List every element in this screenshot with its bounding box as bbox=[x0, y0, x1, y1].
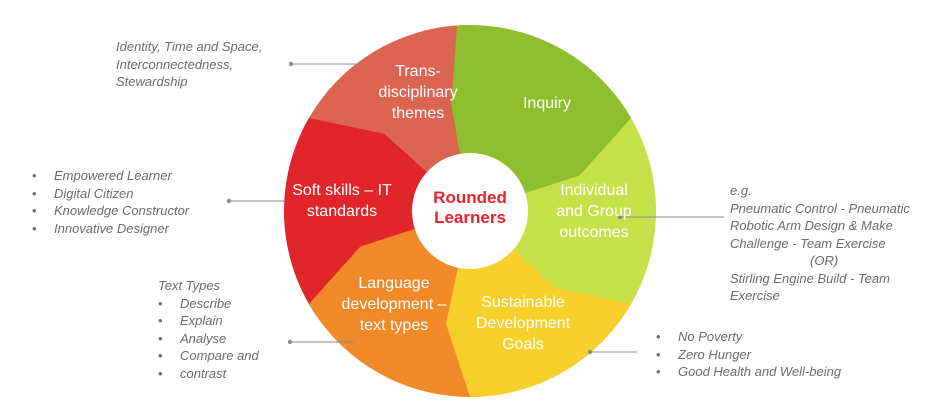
text-types-item-continuation: contrast bbox=[158, 365, 259, 383]
center-title-line2: Learners bbox=[434, 208, 506, 227]
segment-label-transdisciplinary: themes bbox=[392, 105, 444, 122]
outcomes-note-line: Pneumatic Control - Pneumatic bbox=[730, 200, 910, 216]
text-types-item: Compare and bbox=[158, 347, 259, 365]
wheel-segment-inquiry bbox=[470, 107, 657, 304]
segment-label-sdg: Sustainable bbox=[481, 294, 565, 311]
center-title-line1: Rounded bbox=[433, 188, 507, 207]
outcomes-note: e.g. Pneumatic Control - Pneumatic Robot… bbox=[730, 182, 910, 305]
soft-skills-item: Knowledge Constructor bbox=[32, 202, 189, 220]
outcomes-note-line: e.g. bbox=[730, 183, 752, 198]
sdg-note: No Poverty Zero Hunger Good Health and W… bbox=[656, 328, 841, 381]
center-circle bbox=[412, 153, 528, 269]
segment-label-soft-skills: Soft skills – IT bbox=[292, 182, 392, 199]
connector-dot-outcomes bbox=[617, 214, 623, 220]
outcomes-note-line: (OR) bbox=[810, 253, 839, 268]
soft-skills-item: Empowered Learner bbox=[32, 167, 189, 185]
connector-dot-text-types bbox=[287, 339, 293, 345]
segment-label-soft-skills: standards bbox=[307, 203, 377, 220]
text-types-item: Explain bbox=[158, 312, 259, 330]
sdg-item: Zero Hunger bbox=[656, 346, 841, 364]
segment-label-transdisciplinary: Trans- bbox=[395, 63, 441, 80]
themes-note-line: Interconnectedness, bbox=[116, 56, 234, 72]
connector-dot-sdg bbox=[587, 349, 593, 355]
text-types-note: Text Types Describe Explain Analyse Comp… bbox=[158, 277, 259, 382]
outcomes-note-line: Exercise bbox=[730, 288, 780, 303]
outcomes-note-line: Challenge - Team Exercise bbox=[730, 235, 886, 251]
connector-dot-themes bbox=[288, 61, 294, 67]
segment-label-language: Language bbox=[358, 275, 429, 292]
soft-skills-item: Innovative Designer bbox=[32, 220, 189, 238]
themes-note-line: Stewardship bbox=[116, 74, 188, 89]
wheel-segment-language bbox=[283, 118, 470, 315]
segment-label-inquiry: Inquiry bbox=[523, 95, 571, 112]
segment-label-sdg: Goals bbox=[502, 336, 544, 353]
outcomes-note-line: Stirling Engine Build - Team bbox=[730, 270, 890, 286]
soft-skills-note: Empowered Learner Digital Citizen Knowle… bbox=[32, 167, 189, 237]
segment-label-language: development – bbox=[342, 296, 447, 313]
segment-label-language: text types bbox=[360, 317, 428, 334]
text-types-item: Analyse bbox=[158, 330, 259, 348]
segment-label-individual-group: outcomes bbox=[559, 224, 628, 241]
segment-label-transdisciplinary: disciplinary bbox=[378, 84, 457, 101]
segment-label-sdg: Development bbox=[476, 315, 571, 332]
segment-label-individual-group: Individual bbox=[560, 182, 628, 199]
outcomes-note-line: Robotic Arm Design & Make bbox=[730, 218, 893, 233]
sdg-item: No Poverty bbox=[656, 328, 841, 346]
soft-skills-item: Digital Citizen bbox=[32, 185, 189, 203]
sdg-item: Good Health and Well-being bbox=[656, 363, 841, 381]
text-types-item: Describe bbox=[158, 295, 259, 313]
segment-label-individual-group: and Group bbox=[556, 203, 632, 220]
text-types-heading: Text Types bbox=[158, 278, 221, 293]
themes-note-line: Identity, Time and Space, bbox=[116, 39, 263, 54]
connector-dot-soft-skills bbox=[226, 198, 232, 204]
themes-note: Identity, Time and Space, Interconnected… bbox=[116, 38, 262, 91]
